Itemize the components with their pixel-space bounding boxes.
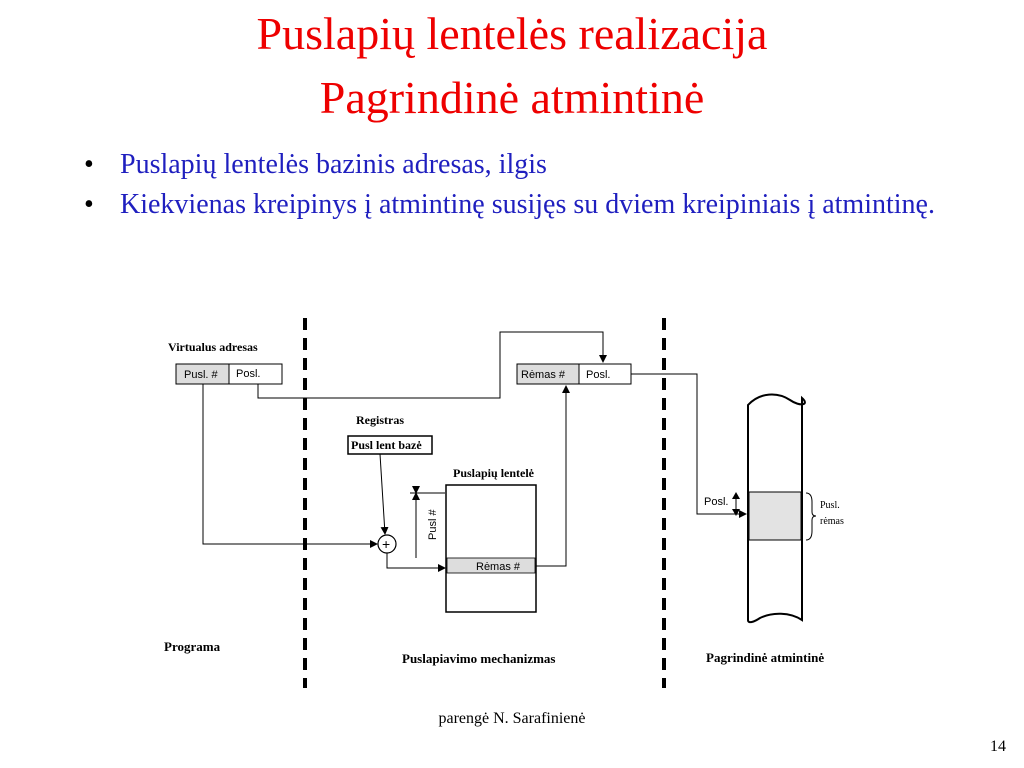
virtual-address-title: Virtualus adresas (168, 340, 258, 354)
offset-arrow-down (732, 509, 740, 516)
arrow-page-to-adder (202, 384, 378, 548)
offset-arrow-up (732, 492, 740, 499)
bullet-item: • Puslapių lentelės bazinis adresas, ilg… (84, 148, 964, 182)
arrow-register-to-adder (379, 453, 389, 535)
pa-frame-label: Rėmas # (521, 369, 566, 381)
page-table-index-label: Pusl # (427, 509, 439, 540)
register-title: Registras (356, 413, 404, 427)
bullet-glyph: • (84, 189, 94, 220)
bullet-text: Puslapių lentelės bazinis adresas, ilgis (120, 149, 547, 180)
memory-frame (748, 491, 802, 541)
section-memory: Pagrindinė atmintinė (706, 650, 824, 665)
page-table-entry-row (446, 557, 536, 574)
page-number: 14 (990, 738, 1006, 755)
page-table-entry-label: Rėmas # (476, 561, 521, 573)
bullet-glyph: • (84, 149, 94, 180)
pa-offset-label: Posl. (586, 369, 610, 381)
register-value: Pusl lent bazė (351, 438, 422, 452)
section-program: Programa (164, 639, 221, 654)
slide-title-line-2: Pagrindinė atmintinė (319, 72, 705, 123)
memory-offset-label: Posl. (704, 496, 728, 508)
arrow-entry-to-frame (536, 385, 570, 567)
memory-frame-label-2: rėmas (820, 516, 844, 527)
page-table-title: Puslapių lentelė (453, 466, 535, 480)
section-mechanism: Puslapiavimo mechanizmas (402, 651, 555, 666)
va-page-label: Pusl. # (184, 369, 219, 381)
arrow-offset-copy (257, 331, 607, 399)
arrow-pa-to-memory (631, 373, 747, 518)
bullet-item: • Kiekvienas kreipinys į atmintinę susij… (84, 188, 964, 222)
page-table-box (445, 484, 537, 613)
footer-author: parengė N. Sarafinienė (438, 710, 586, 727)
memory-frame-label-1: Pusl. (820, 500, 840, 511)
arrow-adder-to-entry (386, 553, 446, 572)
bullet-list: • Puslapių lentelės bazinis adresas, ilg… (84, 148, 964, 228)
va-offset-label: Posl. (236, 368, 260, 380)
frame-brace (805, 492, 817, 541)
bullet-text: Kiekvienas kreipinys į atmintinę susijęs… (120, 189, 935, 220)
register-box (347, 435, 433, 455)
arrow-index-top (412, 492, 420, 500)
va-offset-field (228, 363, 283, 385)
slide-title-line-1: Puslapių lentelės realizacija (256, 8, 768, 59)
adder-symbol: + (382, 536, 390, 552)
